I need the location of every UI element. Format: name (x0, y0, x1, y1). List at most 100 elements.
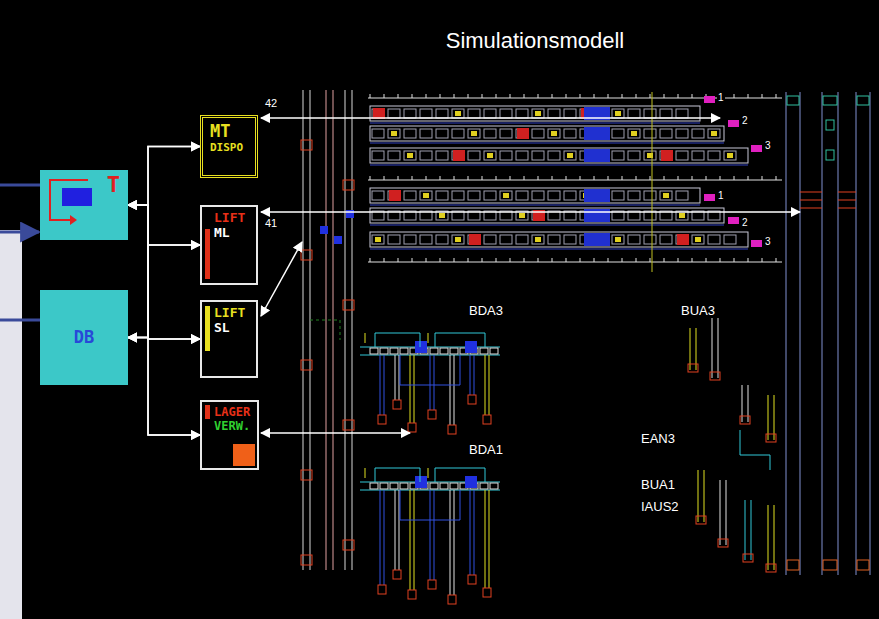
transfer-link (838, 192, 856, 193)
station (766, 564, 776, 572)
rail-tick (762, 176, 763, 180)
rail-tick (468, 176, 469, 180)
lift-car (301, 555, 312, 565)
conveyor-leg (745, 500, 746, 560)
lift-car (301, 470, 312, 480)
lift-load (346, 210, 354, 218)
interface-line (0, 184, 40, 187)
conveyor-leg (470, 490, 471, 575)
station (408, 423, 416, 432)
rack-cell (644, 191, 656, 200)
rail-tick (580, 94, 581, 98)
module-subname: VERW. (214, 420, 250, 434)
lift-rail (352, 90, 353, 570)
load-unit (487, 153, 493, 158)
load-unit (631, 131, 637, 136)
load-unit (677, 234, 689, 245)
rail-tick (510, 176, 511, 180)
module-subname: ML (214, 226, 230, 241)
rail-tick (692, 94, 693, 98)
lift-rail (333, 90, 334, 570)
rail-tick (664, 258, 665, 262)
lift-car (301, 250, 312, 260)
rail-tick (748, 176, 749, 180)
control-connector (128, 205, 200, 339)
station (696, 516, 706, 524)
conveyor-cell (370, 483, 378, 489)
rack-cell (500, 235, 512, 244)
rail-tick (594, 176, 595, 180)
rack-cell (532, 235, 544, 244)
diagram-title: Simulationsmodell (380, 28, 690, 54)
control-connector (128, 147, 200, 338)
station (378, 585, 386, 594)
control-connector (128, 205, 200, 245)
conveyor-leg (395, 355, 396, 400)
load-unit (535, 237, 541, 242)
rack-cell (516, 109, 528, 118)
conveyor-cell (390, 348, 398, 354)
load-unit (423, 193, 429, 198)
conveyor-cell (490, 483, 498, 489)
rail-tick (692, 176, 693, 180)
rack-cell (628, 151, 640, 160)
rail-tick (608, 258, 609, 262)
callout-number: 1 (717, 92, 725, 103)
conveyor-leg (774, 395, 775, 440)
load-unit (727, 153, 733, 158)
station-name: EAN3 (640, 432, 676, 446)
rail-tick (776, 94, 777, 98)
conveyor-head (826, 120, 834, 130)
rail-tick (580, 176, 581, 180)
conveyor-rail (786, 92, 787, 575)
module-name: LIFT (214, 211, 245, 226)
rack-cell (708, 151, 720, 160)
rail-tick (398, 258, 399, 262)
conveyor-leg (380, 355, 381, 415)
rack-cell (532, 191, 544, 200)
rail-tick (370, 94, 371, 98)
rack-cell (612, 129, 624, 138)
load-unit (567, 153, 573, 158)
rack-cell (484, 235, 496, 244)
module-name: LAGER (214, 406, 250, 420)
rack-cell (404, 191, 416, 200)
rack-row (370, 126, 724, 141)
module-subname: SL (214, 321, 230, 336)
rack-cell (516, 129, 528, 138)
callout-number: 1 (717, 190, 725, 201)
rail-tick (454, 176, 455, 180)
conveyor-cell (370, 348, 378, 354)
rack-cell (420, 235, 432, 244)
rail-tick (398, 94, 399, 98)
rack-cell (484, 151, 496, 160)
status-bar (205, 229, 210, 279)
rack-cell (500, 129, 512, 138)
conveyor-leg (434, 490, 435, 580)
rack-cell (516, 235, 528, 244)
conveyor-cell (430, 348, 438, 354)
rack-cell (660, 109, 672, 118)
load-unit (455, 111, 461, 116)
load-unit (517, 128, 529, 139)
rack-cell (532, 151, 544, 160)
conveyor (400, 355, 460, 385)
rack-cell (628, 191, 640, 200)
rail-tick (608, 176, 609, 180)
load-unit (415, 476, 427, 488)
conveyor-leg (410, 490, 411, 590)
conveyor-leg (474, 490, 475, 575)
rack-vehicle (584, 127, 610, 140)
conveyor-head (823, 96, 837, 105)
conveyor-leg (768, 505, 769, 570)
rail-tick (384, 94, 385, 98)
conveyor-leg (430, 490, 431, 580)
interface-icon (40, 170, 100, 240)
rack-cell (404, 129, 416, 138)
load-unit (469, 234, 481, 245)
rack-cell (404, 109, 416, 118)
conveyor-leg (384, 355, 385, 415)
rail-tick (692, 258, 693, 262)
rack-cell (660, 191, 672, 200)
rack-cell (516, 151, 528, 160)
